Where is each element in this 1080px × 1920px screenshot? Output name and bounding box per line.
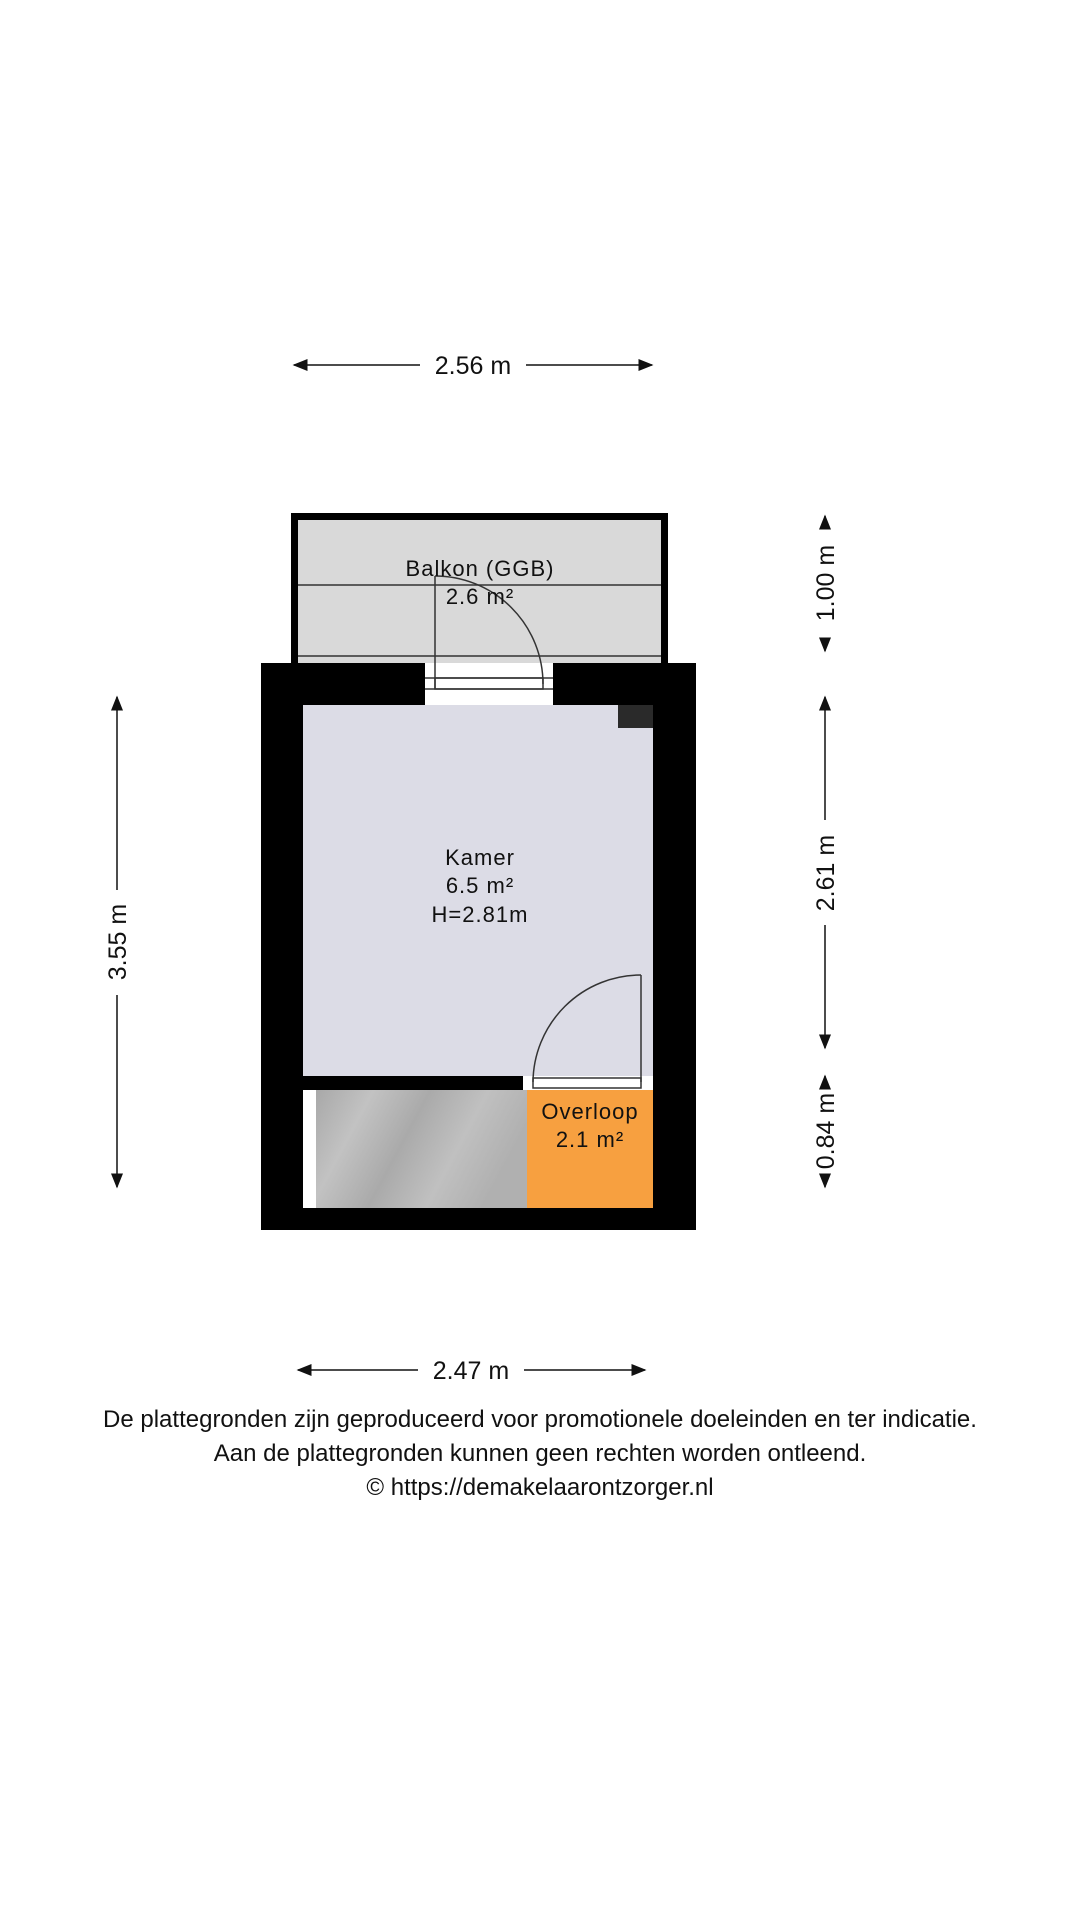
disclaimer-link[interactable]: © https://demakelaarontzorger.nl [366,1474,714,1501]
landing-name: Overloop [541,1099,638,1124]
dim-bottom: 2.47 m [296,1357,647,1385]
svg-text:2.47 m: 2.47 m [433,1357,509,1385]
svg-text:2.56 m: 2.56 m [435,352,511,380]
dark-corner [618,705,653,728]
balcony-name: Balkon (GGB) [406,556,555,581]
balcony-area: 2.6 m² [446,584,514,609]
dim-right: 1.00 m 2.61 m 0.84 m [812,514,840,1189]
landing-area: 2.1 m² [556,1127,624,1152]
room-kamer [303,705,653,1076]
stairs [316,1090,527,1208]
room-area: 6.5 m² [446,873,514,898]
dim-top: 2.56 m [292,352,654,380]
svg-text:0.84 m: 0.84 m [812,1093,840,1169]
balcony-door [425,575,553,705]
svg-text:1.00 m: 1.00 m [812,545,840,621]
room-overloop [527,1090,653,1208]
balcony [291,513,668,663]
svg-text:2.61 m: 2.61 m [812,835,840,911]
dim-left: 3.55 m [104,695,132,1189]
svg-text:3.55 m: 3.55 m [104,904,132,980]
room-door [523,974,653,1090]
disclaimer-line-1: De plattegronden zijn geproduceerd voor … [103,1406,977,1433]
room-height: H=2.81m [432,902,529,927]
room-name: Kamer [445,845,515,870]
stair-gap [303,1090,316,1208]
disclaimer-line-2: Aan de plattegronden kunnen geen rechten… [213,1440,867,1467]
